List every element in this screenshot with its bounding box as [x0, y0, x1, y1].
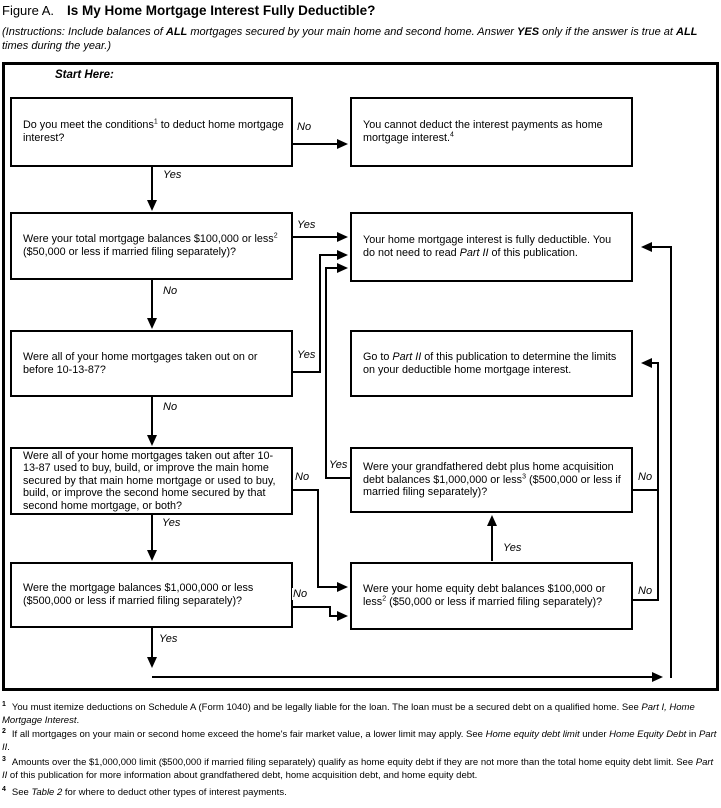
- label-no-balances1m: No: [292, 588, 309, 600]
- instructions-text: (Instructions: Include balances of ALL m…: [2, 26, 698, 52]
- arrow-after871013-no: [293, 489, 348, 592]
- start-here-label: Start Here:: [55, 69, 114, 81]
- label-yes-conditions: Yes: [162, 169, 183, 181]
- node-result-cannot-deduct: You cannot deduct the interest payments …: [350, 97, 633, 167]
- node-text: Go to Part II of this publication to det…: [363, 350, 617, 376]
- node-text: Were all of your home mortgages taken ou…: [23, 350, 258, 376]
- node-text: Were your grandfathered debt plus home a…: [363, 460, 621, 499]
- node-q-balances-1m: Were the mortgage balances $1,000,000 or…: [10, 562, 293, 628]
- label-yes-homeequity: Yes: [502, 542, 523, 554]
- footnote-text: Amounts over the $1,000,000 limit ($500,…: [2, 757, 714, 781]
- node-q-home-equity-100k: Were your home equity debt balances $100…: [350, 562, 633, 630]
- label-yes-grandfathered: Yes: [328, 459, 349, 471]
- node-q-grandfathered-plus-acquisition: Were your grandfathered debt plus home a…: [350, 447, 633, 513]
- footnote-number: 4: [2, 785, 6, 793]
- figure-label: Figure A.: [2, 3, 55, 18]
- arrow-no-route-to-part2: [641, 358, 659, 601]
- arrow-before871013-yes: [293, 250, 348, 373]
- figure-title: Is My Home Mortgage Interest Fully Deduc…: [67, 3, 376, 18]
- footnote-number: 1: [2, 700, 6, 708]
- label-yes-balances1m: Yes: [158, 633, 179, 645]
- node-text: Were your total mortgage balances $100,0…: [23, 232, 278, 258]
- footnote-text: If all mortgages on your main or second …: [2, 729, 717, 753]
- flowchart-border: [2, 62, 719, 691]
- footnote-number: 3: [2, 755, 6, 763]
- label-no-after871013: No: [294, 471, 311, 483]
- label-no-total100k: No: [162, 285, 179, 297]
- label-no-homeequity: No: [637, 585, 654, 597]
- node-text: Were the mortgage balances $1,000,000 or…: [23, 582, 254, 607]
- node-text: Were your home equity debt balances $100…: [363, 583, 606, 608]
- page-title: Figure A. Is My Home Mortgage Interest Fu…: [2, 3, 375, 18]
- node-text: Your home mortgage interest is fully ded…: [363, 234, 612, 259]
- arrow-grandfathered-yes: [325, 263, 351, 479]
- node-result-go-to-part2: Go to Part II of this publication to det…: [350, 330, 633, 397]
- footnote-text: See Table 2 for where to deduct other ty…: [11, 787, 287, 798]
- node-q-conditions: Do you meet the conditions1 to deduct ho…: [10, 97, 293, 167]
- label-no-before871013: No: [162, 401, 179, 413]
- label-yes-after871013: Yes: [161, 517, 182, 529]
- label-yes-before871013: Yes: [296, 349, 317, 361]
- node-q-before-10-13-87: Were all of your home mortgages taken ou…: [10, 330, 293, 397]
- label-no-grandfathered: No: [637, 471, 654, 483]
- footnote-4: 4 See Table 2 for where to deduct other t…: [2, 786, 719, 799]
- arrow-bottom-route-up: [641, 242, 672, 678]
- label-yes-total100k: Yes: [296, 219, 317, 231]
- label-no-conditions: No: [296, 121, 313, 133]
- node-q-total-balances-100k: Were your total mortgage balances $100,0…: [10, 212, 293, 280]
- arrow-balances1m-no: [293, 606, 348, 621]
- footnote-number: 2: [2, 727, 6, 735]
- node-text: Do you meet the conditions1 to deduct ho…: [23, 118, 284, 144]
- node-text: You cannot deduct the interest payments …: [363, 119, 603, 144]
- footnote-text: You must itemize deductions on Schedule …: [2, 702, 695, 726]
- node-result-fully-deductible: Your home mortgage interest is fully ded…: [350, 212, 633, 282]
- node-text: Were all of your home mortgages taken ou…: [23, 449, 276, 512]
- node-q-after-10-13-87-use: Were all of your home mortgages taken ou…: [10, 447, 293, 515]
